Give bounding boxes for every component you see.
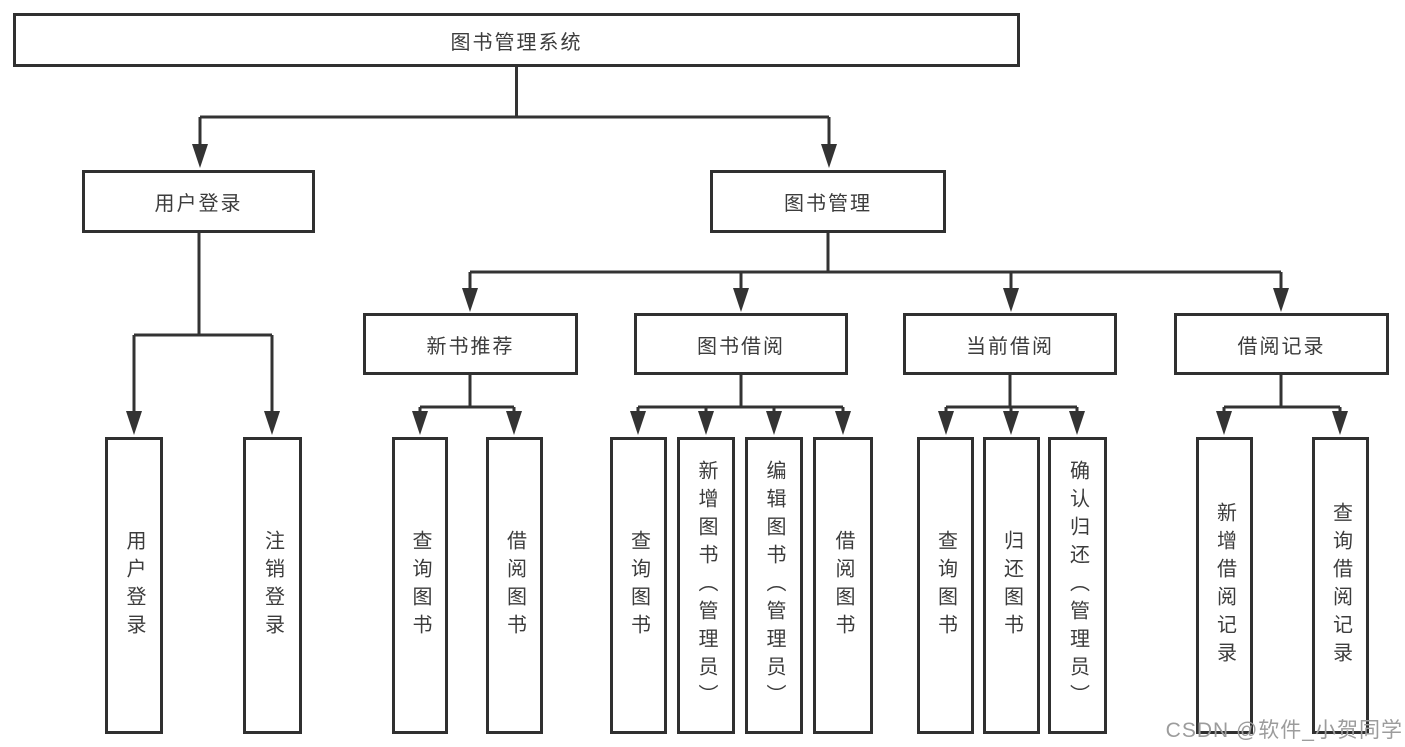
leaf-query-books-current-label: 查询图书 xyxy=(934,529,957,642)
node-user-login-label: 用户登录 xyxy=(154,193,243,215)
node-book-management-label: 图书管理 xyxy=(784,193,872,215)
node-root: 图书管理系统 xyxy=(13,13,1020,67)
leaf-query-books-recommend: 查询图书 xyxy=(392,437,448,734)
leaf-confirm-return-admin-label: 确认归还（管理员） xyxy=(1066,459,1089,712)
leaf-add-borrow-record: 新增借阅记录 xyxy=(1196,437,1253,734)
leaf-borrow-books-recommend: 借阅图书 xyxy=(486,437,543,734)
node-current-borrowing: 当前借阅 xyxy=(903,313,1117,375)
node-borrowing-records-label: 借阅记录 xyxy=(1237,335,1326,358)
leaf-query-borrow-record-label: 查询借阅记录 xyxy=(1329,501,1352,670)
node-new-book-recommendation-label: 新书推荐 xyxy=(426,335,515,358)
leaf-user-login: 用户登录 xyxy=(105,437,163,734)
leaf-query-books-current: 查询图书 xyxy=(917,437,974,734)
leaf-query-books-borrowing-label: 查询图书 xyxy=(627,529,650,642)
node-book-borrowing-label: 图书借阅 xyxy=(697,335,785,358)
leaf-query-borrow-record: 查询借阅记录 xyxy=(1312,437,1369,734)
leaf-query-books-borrowing: 查询图书 xyxy=(610,437,667,734)
leaf-add-borrow-record-label: 新增借阅记录 xyxy=(1213,501,1236,670)
node-new-book-recommendation: 新书推荐 xyxy=(363,313,578,375)
leaf-return-books: 归还图书 xyxy=(983,437,1040,734)
leaf-edit-book-admin-label: 编辑图书（管理员） xyxy=(763,459,785,712)
leaf-logout-label: 注销登录 xyxy=(261,529,284,642)
node-current-borrowing-label: 当前借阅 xyxy=(966,335,1054,358)
node-borrowing-records: 借阅记录 xyxy=(1174,313,1389,375)
node-root-label: 图书管理系统 xyxy=(450,31,583,54)
node-book-management: 图书管理 xyxy=(710,170,946,233)
leaf-user-login-label: 用户登录 xyxy=(123,529,145,642)
leaf-add-book-admin-label: 新增图书（管理员） xyxy=(695,459,717,712)
leaf-borrow-books-borrowing: 借阅图书 xyxy=(813,437,873,734)
leaf-add-book-admin: 新增图书（管理员） xyxy=(677,437,735,734)
leaf-query-books-recommend-label: 查询图书 xyxy=(409,529,431,642)
watermark: CSDN @软件_小贺同学 xyxy=(1165,719,1403,742)
node-book-borrowing: 图书借阅 xyxy=(634,313,848,375)
leaf-borrow-books-recommend-label: 借阅图书 xyxy=(503,529,526,642)
leaf-borrow-books-borrowing-label: 借阅图书 xyxy=(832,529,854,642)
leaf-logout: 注销登录 xyxy=(243,437,302,734)
node-user-login: 用户登录 xyxy=(82,170,315,233)
leaf-edit-book-admin: 编辑图书（管理员） xyxy=(745,437,803,734)
leaf-return-books-label: 归还图书 xyxy=(1000,529,1023,642)
leaf-confirm-return-admin: 确认归还（管理员） xyxy=(1048,437,1107,734)
arrowheads xyxy=(126,144,1348,435)
